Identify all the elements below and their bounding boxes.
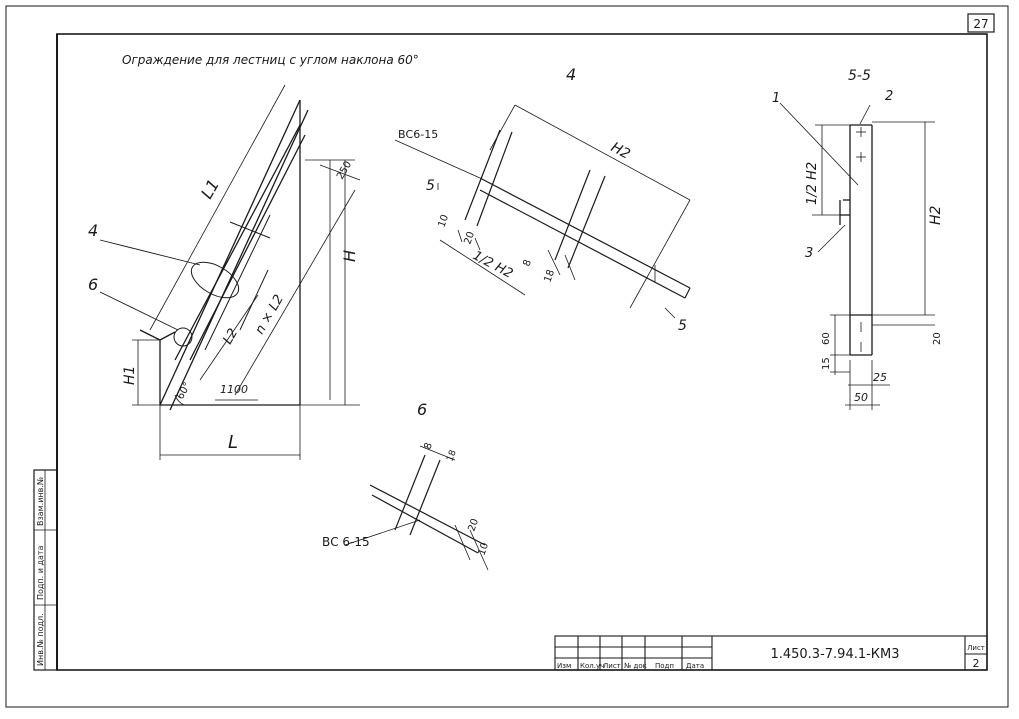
dim-1100: 1100 — [220, 383, 248, 396]
view-4-dim-H2: H2 — [608, 139, 633, 162]
section-pos-3: 3 — [805, 246, 813, 261]
title-block: Изм Кол.уч Лист № док Подп Дата 1.450.3-… — [554, 635, 988, 671]
page-number: 27 — [973, 17, 988, 31]
tb-col-koluch: Кол.уч — [580, 662, 604, 670]
view-4-weld-label: ВС6-15 — [398, 128, 438, 141]
view-4-dim-18: 18 — [542, 268, 557, 284]
view-4-dim-half-H2: 1/2 H2 — [470, 248, 515, 281]
view-4-dim-8: 8 — [521, 258, 534, 268]
view-6-dim-18: 18 — [445, 449, 458, 463]
tb-col-podp: Подп — [655, 662, 674, 670]
stamp-label-replace: Взам.инв.№ — [36, 476, 45, 526]
tb-col-doc: № док — [624, 662, 647, 670]
main-view: 4 6 L1 H L H1 250 L2 n × L2 1100 — [88, 84, 361, 460]
detail-4-marker — [190, 261, 240, 299]
tb-col-list: Лист — [603, 662, 621, 670]
stamp-label-inv: Инв.№ подл. — [36, 613, 45, 666]
drawing-title: Ограждение для лестниц с углом наклона 6… — [122, 53, 419, 67]
view-6-weld-label: ВС 6-15 — [322, 535, 370, 549]
view-4-dim-10: 10 — [436, 213, 451, 229]
sheet-frame — [5, 5, 1009, 708]
view-4-dim-20: 20 — [462, 230, 477, 246]
detail-view-6: 6 ВС 6-15 8 18 20 10 — [322, 400, 491, 571]
document-code: 1.450.3-7.94.1-КМ3 — [770, 647, 899, 662]
dim-250: 250 — [335, 159, 354, 181]
side-stamp: Инв.№ подл. Подп. и дата Взам.инв.№ — [33, 469, 58, 671]
section-5-5: 5-5 — [772, 68, 944, 410]
angle-60: 60° — [175, 381, 193, 402]
view-6-dim-20: 20 — [466, 517, 481, 533]
section-dim-15: 15 — [821, 357, 832, 370]
view-6-title: 6 — [417, 400, 427, 419]
stamp-label-sign: Подп. и дата — [36, 545, 45, 600]
section-dim-50: 50 — [854, 391, 868, 404]
view-4-title: 4 — [566, 65, 576, 84]
dim-L1: L1 — [197, 176, 223, 202]
detail-6-marker — [173, 327, 193, 347]
view-4-section-bottom: 5 — [678, 318, 687, 334]
tb-col-izm: Изм — [557, 662, 571, 670]
dim-H1: H1 — [122, 366, 138, 385]
dim-H: H — [340, 250, 359, 262]
callout-6: 6 — [88, 275, 98, 294]
section-pos-1: 1 — [772, 91, 780, 106]
section-dim-20: 20 — [932, 332, 943, 345]
dim-L: L — [228, 432, 238, 453]
view-6-dim-10: 10 — [476, 541, 491, 557]
section-dim-H2: H2 — [928, 205, 944, 225]
section-dim-25: 25 — [873, 371, 887, 384]
sheet-label: Лист — [967, 644, 985, 652]
view-4-section-top: 5 — [426, 178, 435, 194]
view-6-dim-8: 8 — [422, 441, 435, 451]
page-number-box: 27 — [967, 13, 995, 33]
tb-col-date: Дата — [686, 662, 704, 670]
section-dim-half-H2: 1/2 H2 — [805, 162, 820, 205]
callout-4: 4 — [88, 221, 98, 240]
dim-L2: L2 — [220, 326, 241, 347]
section-dim-60: 60 — [821, 332, 832, 345]
section-pos-2: 2 — [885, 89, 893, 104]
section-5-5-title: 5-5 — [848, 68, 871, 84]
detail-view-4: 4 ВС6-15 5 5 H2 1/2 H2 — [394, 65, 691, 334]
sheet-number: 2 — [973, 657, 980, 670]
